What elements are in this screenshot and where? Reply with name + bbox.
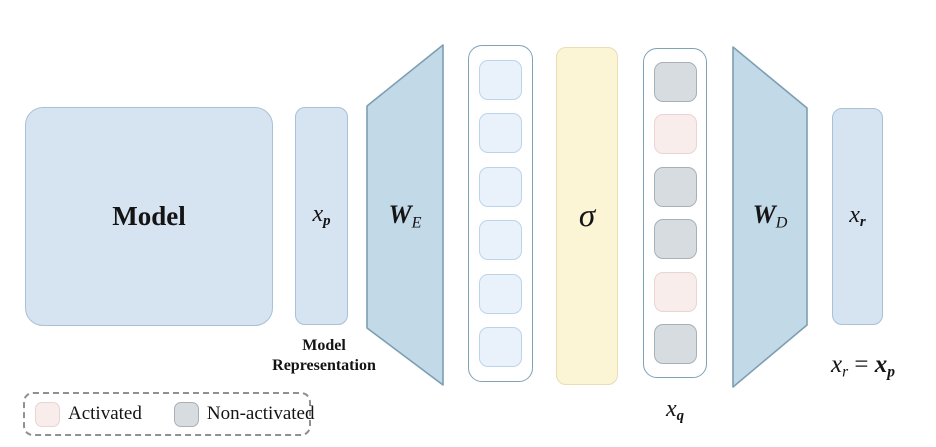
cell-pre-activation [479,327,522,368]
reconstruction-vector: xr [832,108,883,325]
decoder-weights-label: WD [752,200,788,232]
model-representation-vector: xp [295,107,348,325]
pre-activation-stack [468,45,533,382]
cell-pre-activation [479,166,522,207]
activated-swatch-icon [35,401,60,427]
latent-activation-stack [643,48,707,378]
cell-non-activated [653,324,697,365]
model-representation-caption: Model Representation [243,336,405,376]
legend: Activated Non-activated [23,392,314,436]
cell-non-activated [653,166,697,207]
legend-label-activated: Activated [68,403,142,424]
model-representation-caption-line2: Representation [272,357,376,374]
non-activated-swatch-icon [173,401,199,427]
cell-pre-activation [479,59,522,100]
activation-function-block: σ [556,47,618,385]
encoder-weights-label: WE [388,200,422,232]
cell-pre-activation [479,220,522,261]
cell-pre-activation [479,273,522,314]
xr-label: xr [849,201,866,231]
sigma-label: σ [578,197,596,234]
model-representation-caption-line1: Model [302,337,346,354]
legend-item-non-activated: Non-activated [173,401,315,427]
cell-non-activated [653,219,697,260]
cell-non-activated [653,61,697,102]
xq-caption: xq [665,396,685,425]
cell-pre-activation [479,113,522,154]
xp-label: xp [312,201,331,230]
legend-label-non-activated: Non-activated [206,403,315,424]
reconstruction-equation: xr = xp [830,351,895,381]
model-block: Model [25,107,273,326]
legend-item-activated: Activated [35,401,142,427]
cell-activated [653,271,697,312]
cell-activated [653,114,697,155]
model-label: Model [112,201,186,231]
